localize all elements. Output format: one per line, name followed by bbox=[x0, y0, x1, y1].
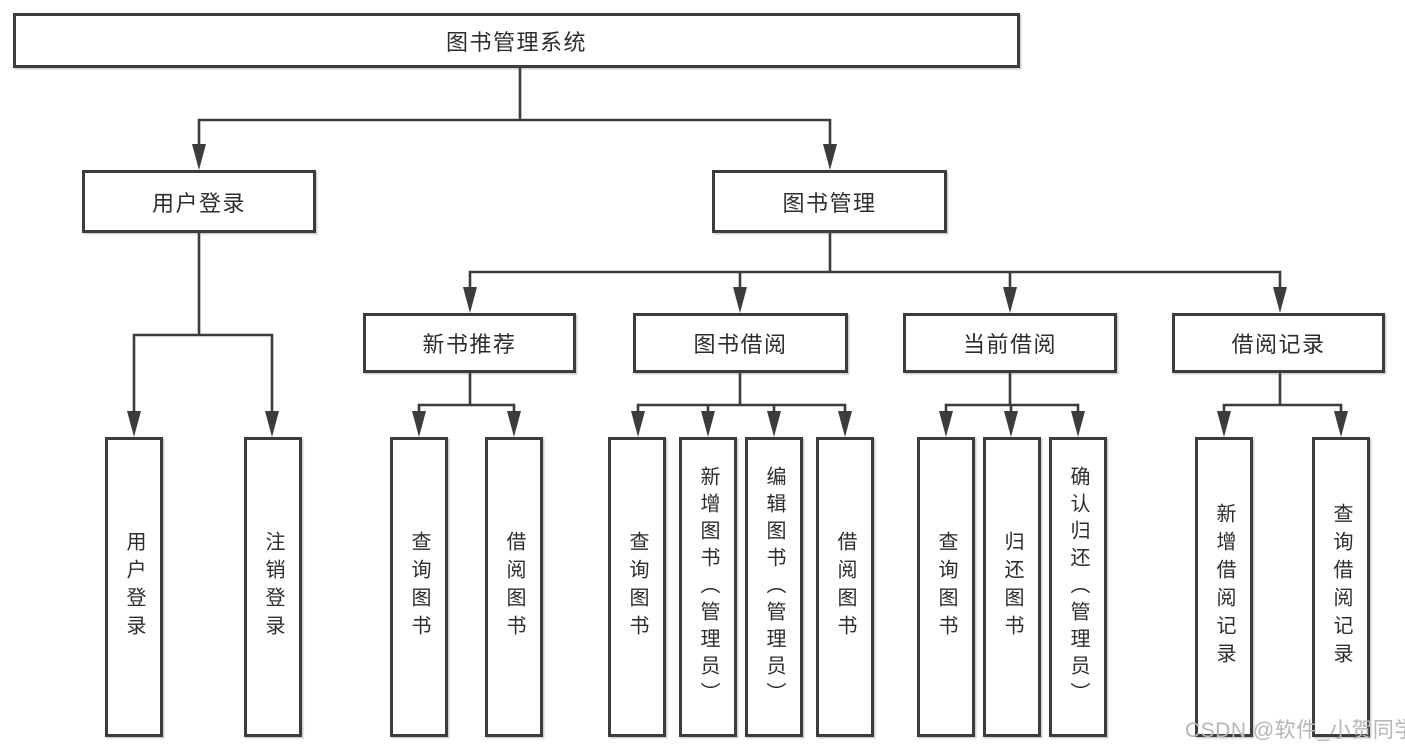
node-current-borrowing: 当前借阅 bbox=[903, 313, 1117, 373]
label: 新增图书（管理员） bbox=[697, 465, 719, 709]
label: 图书管理系统 bbox=[445, 29, 587, 55]
leaf-add-borrow-record: 新增借阅记录 bbox=[1195, 437, 1253, 737]
label: 图书管理 bbox=[782, 190, 877, 216]
label: 图书借阅 bbox=[693, 332, 788, 357]
leaf-borrow-books-recommend: 借阅图书 bbox=[485, 437, 543, 737]
watermark: CSDN @软件_小贺同学 bbox=[1185, 719, 1405, 742]
leaf-query-books-borrow: 查询图书 bbox=[608, 437, 666, 737]
label: 查询借阅记录 bbox=[1330, 503, 1352, 671]
label: 借阅图书 bbox=[503, 531, 525, 643]
label: 编辑图书（管理员） bbox=[763, 465, 785, 709]
label: 查询图书 bbox=[408, 531, 430, 643]
leaf-query-books-recommend: 查询图书 bbox=[390, 437, 448, 737]
label: 用户登录 bbox=[123, 531, 145, 643]
leaf-borrow-books: 借阅图书 bbox=[816, 437, 874, 737]
leaf-confirm-return-admin: 确认归还（管理员） bbox=[1049, 437, 1107, 737]
arrowheads bbox=[127, 144, 1348, 437]
leaf-edit-book-admin: 编辑图书（管理员） bbox=[745, 437, 803, 737]
label: 借阅图书 bbox=[834, 531, 856, 643]
label: 新书推荐 bbox=[422, 332, 517, 357]
label: 用户登录 bbox=[151, 190, 246, 216]
leaf-logout: 注销登录 bbox=[244, 437, 302, 737]
label: 归还图书 bbox=[1001, 531, 1023, 643]
node-library-management-system: 图书管理系统 bbox=[13, 13, 1020, 68]
node-book-management: 图书管理 bbox=[712, 170, 947, 233]
leaf-query-books-current: 查询图书 bbox=[917, 437, 975, 737]
leaf-add-book-admin: 新增图书（管理员） bbox=[679, 437, 737, 737]
label: 当前借阅 bbox=[962, 332, 1057, 357]
node-new-book-recommendation: 新书推荐 bbox=[363, 313, 576, 373]
label: 确认归还（管理员） bbox=[1067, 465, 1089, 709]
leaf-user-login: 用户登录 bbox=[105, 437, 163, 737]
node-book-borrowing: 图书借阅 bbox=[633, 313, 848, 373]
label: 查询图书 bbox=[626, 531, 648, 643]
node-user-login: 用户登录 bbox=[82, 170, 316, 233]
node-borrowing-records: 借阅记录 bbox=[1172, 313, 1385, 373]
leaf-query-borrow-record: 查询借阅记录 bbox=[1312, 437, 1370, 737]
label: 借阅记录 bbox=[1231, 332, 1326, 357]
label: 注销登录 bbox=[262, 531, 284, 643]
leaf-return-book: 归还图书 bbox=[983, 437, 1041, 737]
label: 查询图书 bbox=[935, 531, 957, 643]
label: 新增借阅记录 bbox=[1213, 503, 1235, 671]
